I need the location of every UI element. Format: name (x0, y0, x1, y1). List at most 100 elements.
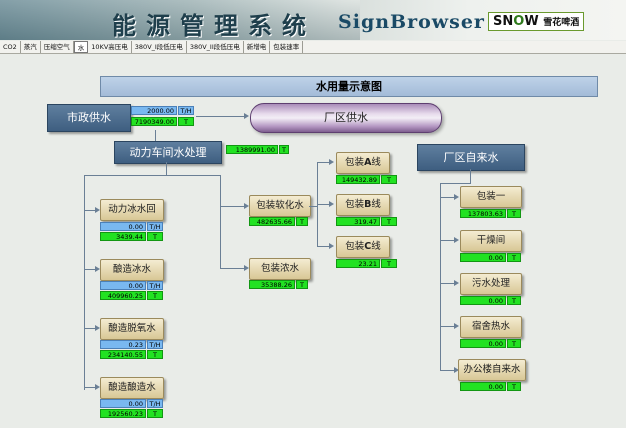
flow-arrow (454, 323, 459, 329)
flow-arrow (244, 113, 249, 119)
node-pkg-line-c[interactable]: 包装C线 (336, 236, 390, 258)
flow-line (317, 162, 329, 163)
flow-arrow (95, 266, 100, 272)
flow-line (220, 268, 244, 269)
tab-380v-1[interactable]: 380V_I段低压电 (132, 41, 187, 53)
flow-line (84, 175, 166, 176)
brew-deox-flow: 0.23 (100, 340, 146, 349)
flow-line (317, 246, 329, 247)
app-title: 能源管理系统 (112, 11, 316, 40)
flow-arrow (95, 384, 100, 390)
power-water-total: 1389991.00 (226, 145, 278, 154)
brew-water-total-unit: T (147, 409, 163, 418)
flow-line (317, 204, 329, 205)
ice-water-flow-unit: T/H (147, 222, 163, 231)
node-sewage-treatment[interactable]: 污水处理 (460, 273, 522, 295)
brew-water-total: 192560.23 (100, 409, 146, 418)
node-plant-supply[interactable]: 厂区供水 (250, 103, 442, 133)
flow-line (440, 183, 441, 371)
flow-arrow (454, 194, 459, 200)
flow-line (84, 269, 96, 270)
flow-line (220, 175, 221, 268)
brew-ice-total-unit: T (147, 291, 163, 300)
flow-line (155, 130, 156, 141)
dry-room-total-unit: T (507, 253, 521, 262)
node-pkg-line-a[interactable]: 包装A线 (336, 152, 390, 174)
ice-water-flow: 0.00 (100, 222, 146, 231)
brew-deox-total-unit: T (147, 350, 163, 359)
line-b-total-unit: T (381, 217, 397, 226)
city-skyline-image (0, 0, 360, 40)
snow-logo: SNOW 雪花啤酒 (488, 12, 585, 31)
flow-line (84, 210, 96, 211)
flow-arrow (244, 203, 249, 209)
app-banner: 能源管理系统 SignBrowser SNOW 雪花啤酒 (0, 0, 626, 40)
tab-380v-2[interactable]: 380V_II段低压电 (187, 41, 244, 53)
tab-steam[interactable]: 蒸汽 (21, 41, 41, 53)
flow-arrow (454, 280, 459, 286)
node-pkg-concentrated-water[interactable]: 包装浓水 (249, 258, 311, 280)
tab-water[interactable]: 水 (73, 41, 89, 53)
sewage-total: 0.00 (460, 296, 506, 305)
tab-packaging-rate[interactable]: 包装速率 (270, 41, 304, 53)
flow-line (84, 328, 96, 329)
flow-arrow (454, 237, 459, 243)
flow-line (166, 175, 221, 176)
node-office-tap-water[interactable]: 办公楼自来水 (458, 359, 526, 381)
brew-deox-flow-unit: T/H (147, 340, 163, 349)
conc-water-total-unit: T (296, 280, 308, 289)
flow-line (440, 326, 454, 327)
brew-deox-total: 234140.55 (100, 350, 146, 359)
flow-arrow (329, 159, 334, 165)
office-tap-total-unit: T (507, 382, 521, 391)
office-tap-total: 0.00 (460, 382, 506, 391)
node-dorm-hot-water[interactable]: 宿舍热水 (460, 316, 522, 338)
node-pkg-line-b[interactable]: 包装B线 (336, 194, 390, 216)
tab-new-electric[interactable]: 新增电 (244, 41, 271, 53)
flow-line (440, 183, 471, 184)
municipal-flow-unit: T/H (178, 106, 194, 115)
node-packaging-one[interactable]: 包装一 (460, 186, 522, 208)
node-brew-deoxygenated-water[interactable]: 酿造脱氧水 (100, 318, 164, 340)
flow-line (196, 116, 244, 117)
flow-line (309, 206, 317, 207)
flow-line (440, 370, 454, 371)
tab-compressed-air[interactable]: 压缩空气 (41, 41, 74, 53)
brew-ice-flow: 0.00 (100, 281, 146, 290)
flow-line (84, 387, 96, 388)
node-drying-room[interactable]: 干燥间 (460, 230, 522, 252)
flow-line (84, 175, 85, 390)
node-brew-ice-water[interactable]: 酿造冰水 (100, 259, 164, 281)
ice-water-total: 3439.44 (100, 232, 146, 241)
flow-line (220, 206, 244, 207)
node-brew-brewing-water[interactable]: 酿造酿造水 (100, 377, 164, 399)
node-pkg-softened-water[interactable]: 包装软化水 (249, 195, 311, 217)
flow-arrow (95, 325, 100, 331)
sewage-total-unit: T (507, 296, 521, 305)
dry-room-total: 0.00 (460, 253, 506, 262)
flow-arrow (329, 243, 334, 249)
flow-line (440, 197, 454, 198)
flow-line (440, 283, 454, 284)
node-ice-water-return[interactable]: 动力冰水回 (100, 199, 164, 221)
node-power-water-treatment[interactable]: 动力车间水处理 (114, 141, 222, 164)
flow-arrow (95, 207, 100, 213)
flow-line (166, 162, 167, 175)
conc-water-total: 35388.26 (249, 280, 295, 289)
flow-line (440, 240, 454, 241)
node-municipal-water[interactable]: 市政供水 (47, 104, 131, 132)
brew-water-flow-unit: T/H (147, 399, 163, 408)
tab-co2[interactable]: CO2 (0, 41, 21, 53)
dorm-heat-total-unit: T (507, 339, 521, 348)
tab-10kv[interactable]: 10KV高压电 (88, 41, 132, 53)
ice-water-total-unit: T (147, 232, 163, 241)
flow-arrow (454, 367, 459, 373)
page-title: 水用量示意图 (100, 76, 598, 97)
dorm-heat-total: 0.00 (460, 339, 506, 348)
flow-arrow (329, 201, 334, 207)
line-a-total-unit: T (381, 175, 397, 184)
node-plant-tap-water[interactable]: 厂区自来水 (417, 144, 525, 171)
line-b-total: 319.47 (336, 217, 380, 226)
brand-name: SignBrowser (338, 11, 485, 33)
soft-water-total-unit: T (296, 217, 308, 226)
